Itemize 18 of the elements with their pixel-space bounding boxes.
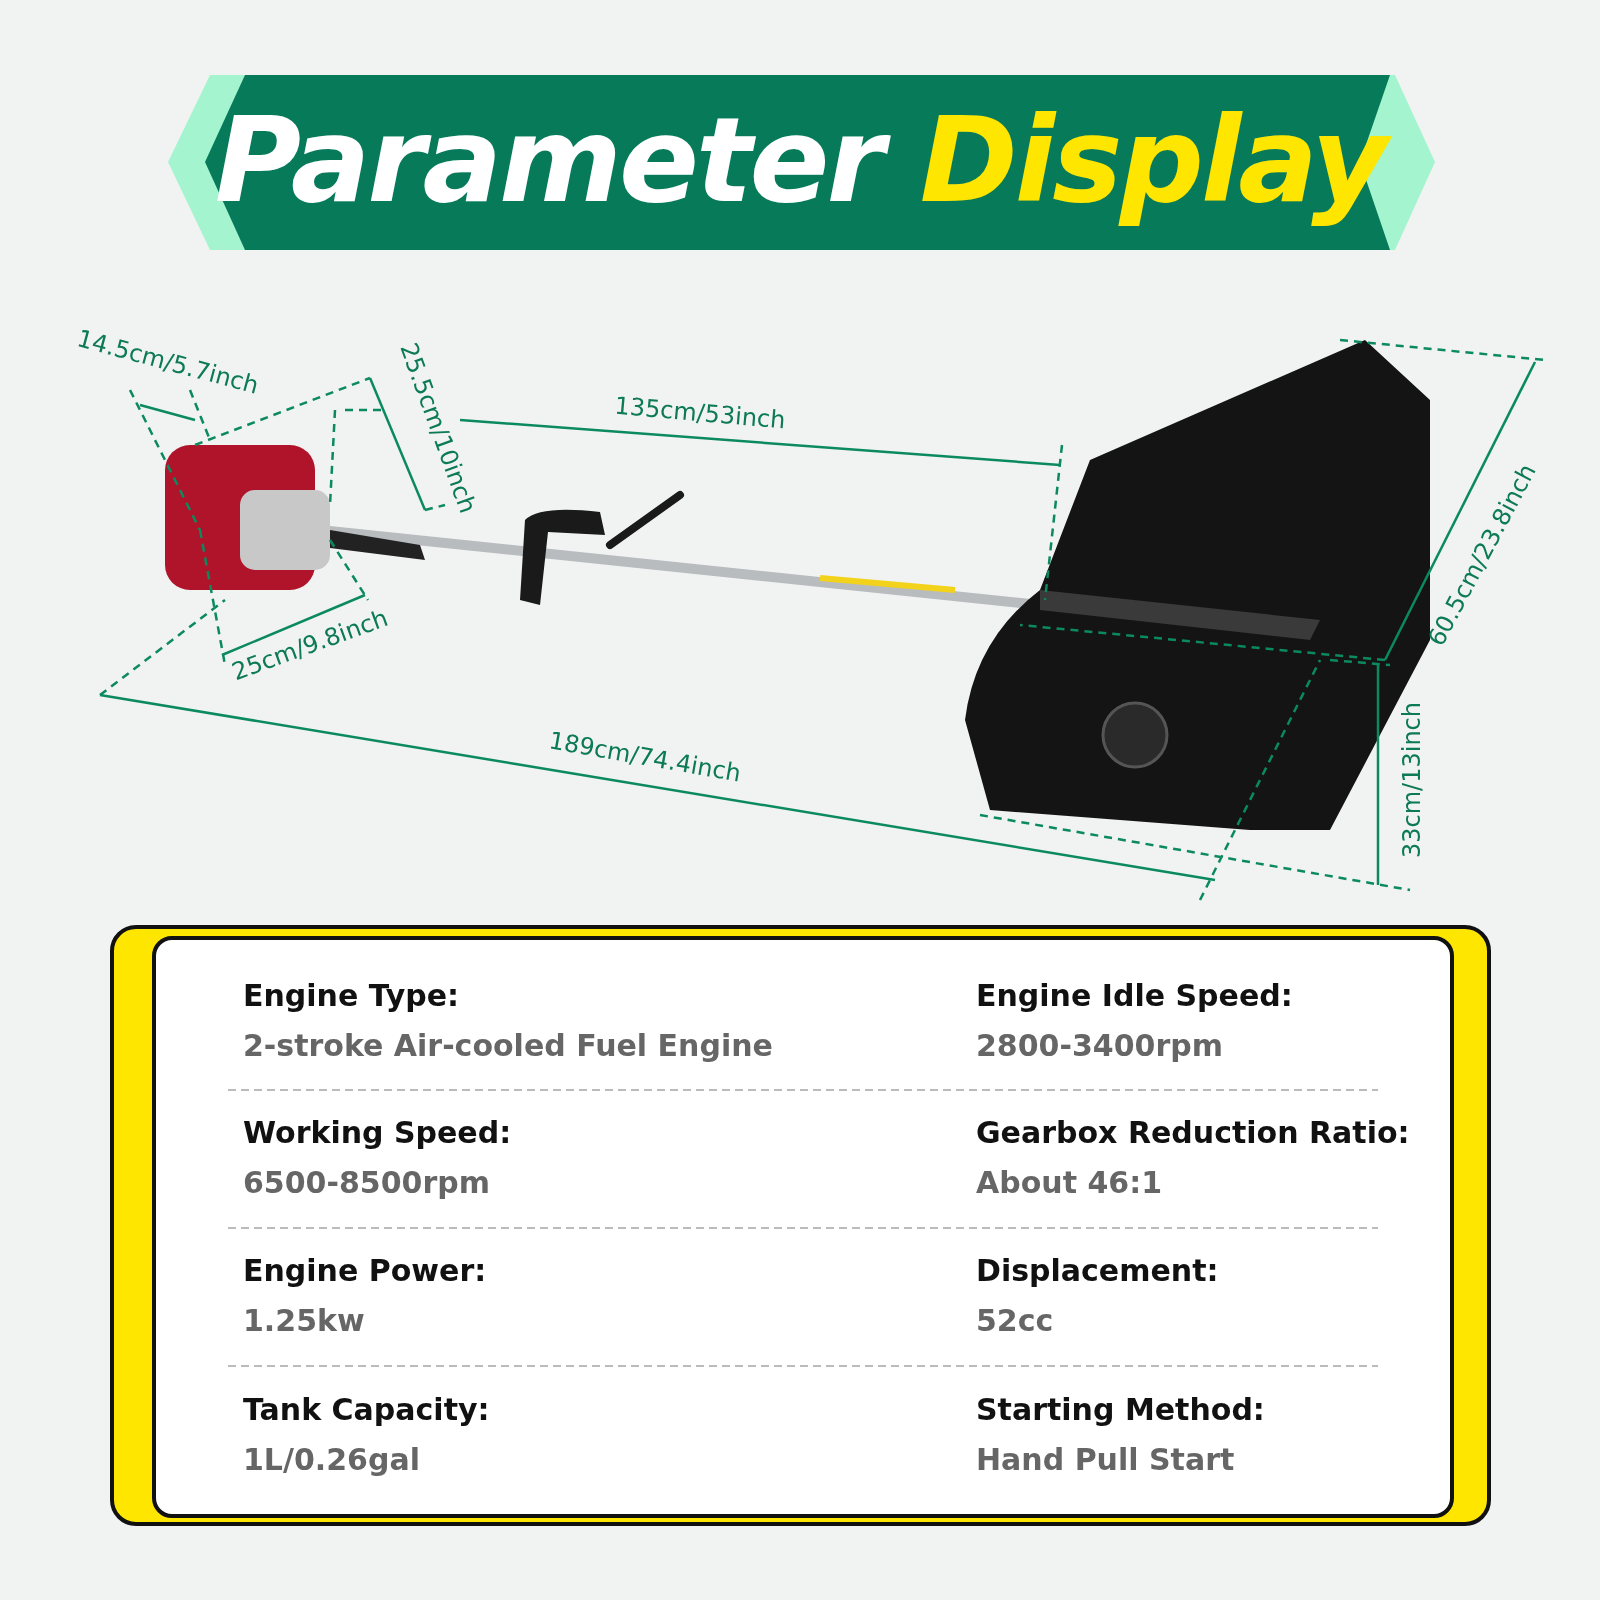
- spec-value: About 46:1: [976, 1165, 1163, 1200]
- spec-heading: Gearbox Reduction Ratio:: [976, 1115, 1410, 1150]
- dimension-label: 33cm/13inch: [1398, 702, 1426, 858]
- spec-value: 6500-8500rpm: [243, 1165, 490, 1200]
- spec-value: 2800-3400rpm: [976, 1028, 1223, 1063]
- spec-heading: Working Speed:: [243, 1115, 512, 1150]
- spec-heading: Starting Method:: [976, 1392, 1265, 1427]
- spec-heading: Displacement:: [976, 1253, 1219, 1288]
- dimension-label: 135cm/53inch: [613, 391, 787, 435]
- spec-value: Hand Pull Start: [976, 1442, 1235, 1477]
- spec-value: 1.25kw: [243, 1303, 365, 1338]
- spec-value: 1L/0.26gal: [243, 1442, 420, 1477]
- spec-heading: Tank Capacity:: [243, 1392, 490, 1427]
- spec-heading: Engine Type:: [243, 978, 460, 1013]
- spec-heading: Engine Power:: [243, 1253, 487, 1288]
- spec-value: 52cc: [976, 1303, 1054, 1338]
- spec-heading: Engine Idle Speed:: [976, 978, 1293, 1013]
- spec-value: 2-stroke Air-cooled Fuel Engine: [243, 1028, 773, 1063]
